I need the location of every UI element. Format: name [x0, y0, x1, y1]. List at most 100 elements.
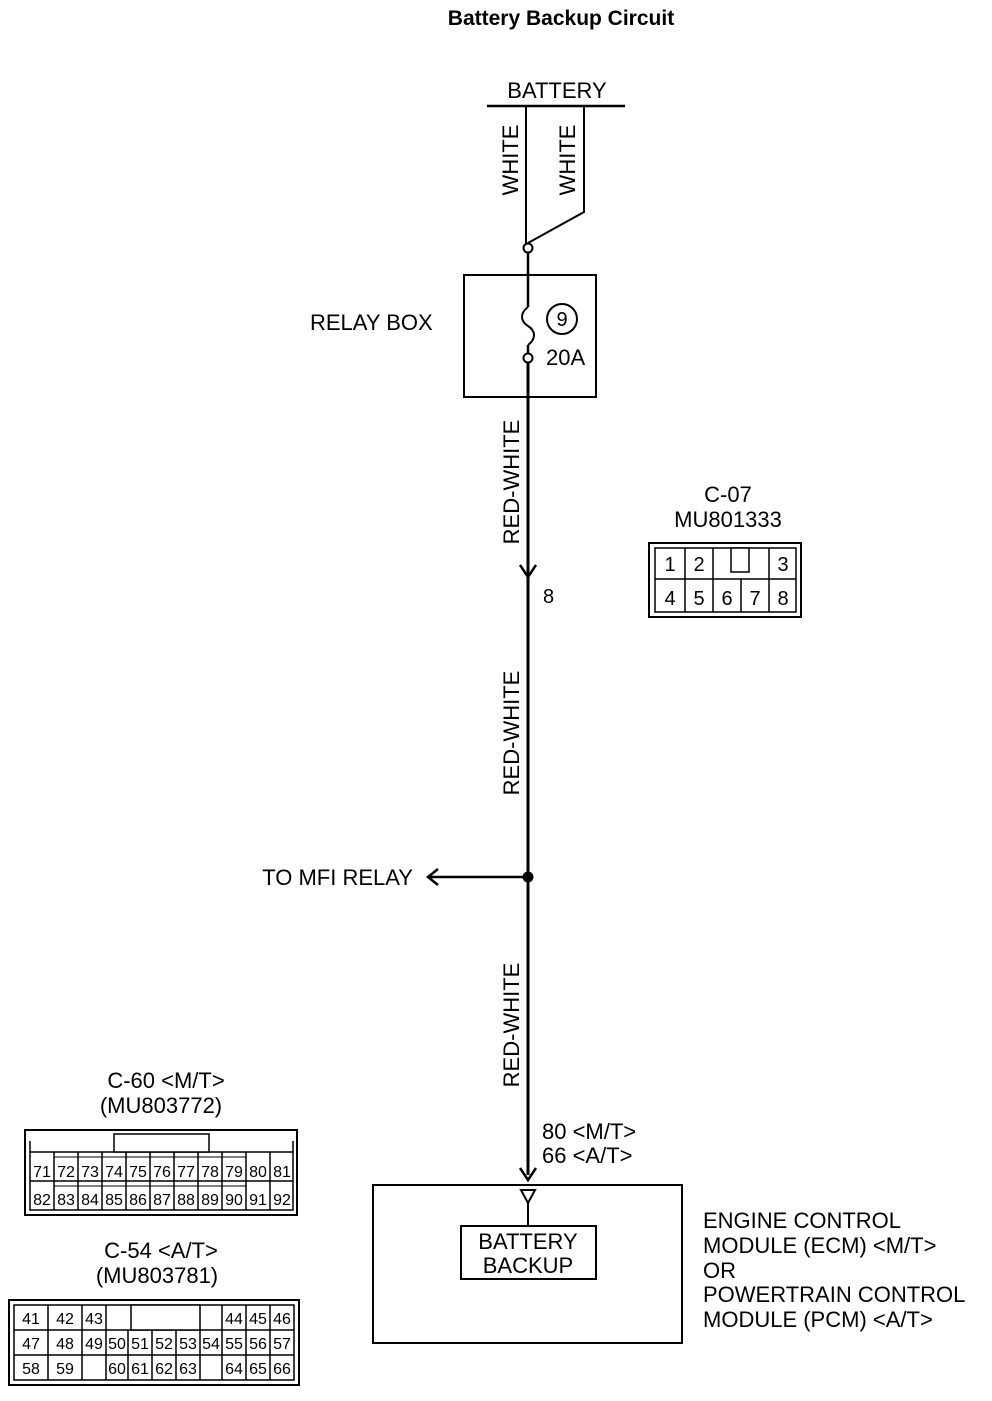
- c60-dividers: [53, 1152, 271, 1210]
- c54-pin: 42: [56, 1311, 74, 1328]
- battery-backup-line1: BATTERY: [478, 1229, 578, 1254]
- battery-backup-line2: BACKUP: [483, 1253, 573, 1278]
- ecm-pin-mt: 80 <M/T>: [542, 1119, 636, 1144]
- c60-pin: 89: [201, 1192, 219, 1209]
- c54-pin: 57: [273, 1336, 291, 1353]
- c60-pin: 77: [177, 1164, 195, 1181]
- branch-arrow-head: [425, 868, 439, 886]
- c54-pin: 55: [225, 1336, 243, 1353]
- c54-pin: 62: [155, 1361, 173, 1378]
- c60-pin: 84: [81, 1192, 99, 1209]
- module-box: [372, 1184, 683, 1344]
- c07-pin: 8: [777, 588, 788, 610]
- c60-pin: 82: [33, 1192, 51, 1209]
- wire-color-battery-left: WHITE: [498, 125, 523, 196]
- c60-pin: 86: [129, 1192, 147, 1209]
- connector-chevron-ecm: [518, 1167, 538, 1183]
- module-desc-line4: POWERTRAIN CONTROL: [703, 1282, 965, 1307]
- relay-box: [463, 274, 597, 398]
- c60-pin: 81: [273, 1164, 291, 1181]
- module-desc-line1: ENGINE CONTROL: [703, 1208, 901, 1233]
- module-desc-line3: OR: [703, 1258, 736, 1283]
- c54-pin: 48: [56, 1336, 74, 1353]
- c07-pin: 7: [749, 588, 760, 610]
- c54-pin: 52: [155, 1336, 173, 1353]
- c54-pin: 45: [249, 1311, 267, 1328]
- c60-pin: 73: [81, 1164, 99, 1181]
- c60-pin: 87: [153, 1192, 171, 1209]
- c07-pin: 2: [693, 554, 704, 576]
- c60-pin: 80: [249, 1164, 267, 1181]
- connector-chevron-c07: [518, 564, 538, 580]
- c07-part: MU801333: [674, 507, 782, 532]
- wire-color-battery-right: WHITE: [555, 125, 580, 196]
- wire-color-seg2: RED-WHITE: [499, 671, 524, 796]
- fuse-symbol: [521, 306, 535, 346]
- relay-box-label: RELAY BOX: [310, 310, 433, 335]
- connector-c54: 41 42 43 44 45 46 47 48 49 50 51 52 53 5…: [8, 1299, 300, 1386]
- c54-pin: 41: [22, 1311, 40, 1328]
- c60-pin: 79: [225, 1164, 243, 1181]
- c54-pin: 50: [108, 1336, 126, 1353]
- c07-pin: 1: [664, 554, 675, 576]
- c60-pin: 92: [273, 1192, 291, 1209]
- fuse-rating: 20A: [546, 345, 585, 370]
- c60-pin: 83: [57, 1192, 75, 1209]
- battery-backup-box: [460, 1225, 597, 1280]
- fuse-terminal-bottom: [522, 352, 534, 364]
- c60-pin: 74: [105, 1164, 123, 1181]
- module-desc-line2: MODULE (ECM) <M/T>: [703, 1233, 936, 1258]
- module-terminal-symbol: [519, 1189, 537, 1206]
- c07-pin: 5: [693, 588, 704, 610]
- fuse-terminal-top: [522, 242, 534, 254]
- branch-label: TO MFI RELAY: [262, 865, 413, 890]
- c54-pin: 63: [179, 1361, 197, 1378]
- c60-pin: 88: [177, 1192, 195, 1209]
- c07-name: C-07: [704, 482, 752, 507]
- c07-pin: 3: [777, 554, 788, 576]
- c60-pin: 90: [225, 1192, 243, 1209]
- c54-pin: 58: [22, 1361, 40, 1378]
- c54-pin: 43: [85, 1311, 103, 1328]
- c60-pin: 72: [57, 1164, 75, 1181]
- c54-pin: 64: [225, 1361, 243, 1378]
- c54-pin: 65: [249, 1361, 267, 1378]
- c54-pin: 61: [131, 1361, 149, 1378]
- connector-c07: 1 2 3 4 5 6 7 8: [648, 542, 802, 618]
- module-desc-line5: MODULE (PCM) <A/T>: [703, 1307, 933, 1332]
- c54-pin: 56: [249, 1336, 267, 1353]
- wire-color-seg1: RED-WHITE: [499, 420, 524, 545]
- wire-color-seg3: RED-WHITE: [499, 963, 524, 1088]
- c07-pin: 4: [664, 588, 675, 610]
- battery-wire-right: [527, 106, 585, 244]
- c54-pin: 46: [273, 1311, 291, 1328]
- fuse-number-circle: [546, 303, 578, 335]
- c54-pin: 66: [273, 1361, 291, 1378]
- c54-pin: 47: [22, 1336, 40, 1353]
- c60-name: C-60 <M/T>: [107, 1068, 224, 1093]
- battery-label: BATTERY: [507, 78, 607, 103]
- c54-pin: 60: [108, 1361, 126, 1378]
- c54-pin: 53: [179, 1336, 197, 1353]
- c54-pin: 54: [202, 1336, 220, 1353]
- c54-pin: 49: [85, 1336, 103, 1353]
- junction-pin-number: 8: [543, 586, 554, 608]
- ecm-pin-at: 66 <A/T>: [542, 1143, 633, 1168]
- c60-pin: 91: [249, 1192, 267, 1209]
- c60-pin: 76: [153, 1164, 171, 1181]
- fuse-number: 9: [556, 309, 567, 331]
- c54-name: C-54 <A/T>: [104, 1238, 218, 1263]
- c60-pin: 78: [201, 1164, 219, 1181]
- connector-c60: 71 72 73 74 75 76 77 78 79 80 81 82 83 8…: [24, 1129, 298, 1216]
- c54-part: (MU803781): [96, 1263, 218, 1288]
- c54-pin: 44: [225, 1311, 243, 1328]
- c60-pin: 75: [129, 1164, 147, 1181]
- c60-pin: 71: [33, 1164, 51, 1181]
- c60-part: (MU803772): [100, 1093, 222, 1118]
- c07-pin: 6: [721, 588, 732, 610]
- c54-pin: 59: [56, 1361, 74, 1378]
- c60-hatching: [54, 1156, 246, 1187]
- c60-pin: 85: [105, 1192, 123, 1209]
